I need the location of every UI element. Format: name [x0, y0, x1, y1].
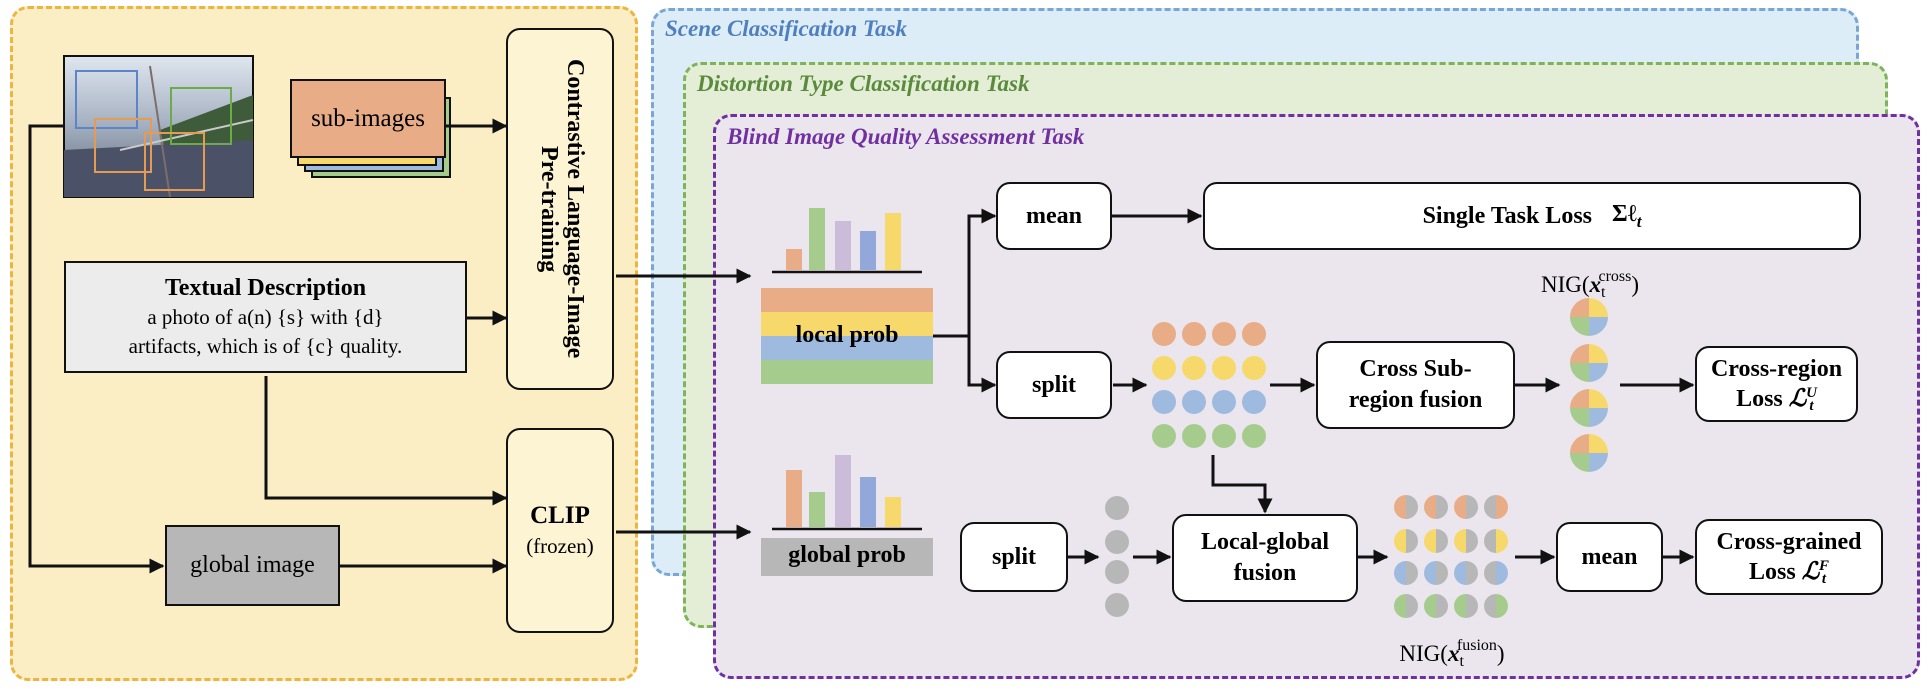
cross-grained-symbol: ℒ: [1801, 559, 1819, 585]
mean-top-label: mean: [1026, 202, 1082, 229]
clip-pretraining-label: Contrastive Language-Image Pre-training: [536, 59, 588, 359]
global-image-box: global image: [165, 525, 340, 606]
clip-frozen-box: CLIP (frozen): [506, 428, 614, 633]
cross-region-symbol: ℒ: [1788, 386, 1807, 412]
cross-region-sub: t: [1809, 398, 1814, 415]
local-prob-label: local prob: [795, 322, 899, 348]
single-task-loss-symbol: Σℓt: [1612, 201, 1641, 232]
sub-images-label: sub-images: [311, 104, 425, 132]
textual-description-line1: a photo of a(n) {s} with {d}: [147, 304, 384, 329]
distortion-task-label: Distortion Type Classification Task: [697, 71, 1030, 96]
split-global-box: split: [960, 522, 1068, 592]
cross-grained-sub: t: [1821, 571, 1827, 588]
local-bar-chart: [772, 208, 922, 274]
cross-fusion-line2: region fusion: [1348, 387, 1483, 413]
global-bar-chart: [772, 455, 922, 531]
mean-bottom-box: mean: [1556, 522, 1663, 592]
nig-fusion-label: NIG(xtfusion): [1399, 637, 1504, 670]
cross-subregion-fusion-box: Cross Sub- region fusion: [1316, 341, 1515, 429]
input-photo: [63, 55, 254, 198]
mean-top-box: mean: [996, 182, 1112, 250]
global-image-label: global image: [190, 552, 315, 578]
textual-description-box: Textual Description a photo of a(n) {s} …: [64, 261, 467, 373]
single-task-loss-label: Single Task Loss: [1422, 202, 1592, 229]
mean-bottom-label: mean: [1581, 543, 1638, 570]
fusion-nig-grid: [1394, 495, 1508, 618]
cross-grained-loss-word: Loss: [1749, 559, 1796, 585]
clip-label: CLIP: [530, 501, 590, 529]
local-global-line2: fusion: [1233, 560, 1297, 586]
single-task-loss-sigma: Σℓ: [1612, 200, 1637, 227]
split-local-box: split: [996, 351, 1112, 419]
split-local-label: split: [1031, 371, 1076, 398]
cross-region-loss-word: Loss: [1736, 386, 1783, 412]
split-global-label: split: [991, 543, 1036, 570]
textual-description-line2: artifacts, which is of {c} quality.: [128, 333, 403, 358]
nig-cross-label: NIG(xtcross): [1541, 268, 1639, 301]
global-prob-label: global prob: [788, 542, 906, 568]
local-prob-stripes: [761, 288, 933, 384]
clip-pretraining-box: Contrastive Language-Image Pre-training: [506, 28, 614, 390]
local-global-fusion-box: Local-global fusion: [1172, 514, 1358, 602]
cross-fusion-line1: Cross Sub-: [1359, 356, 1472, 382]
sub-images-box: sub-images: [290, 79, 446, 158]
cross-region-sup: U: [1806, 385, 1817, 402]
scene-task-label: Scene Classification Task: [665, 16, 907, 41]
cross-grained-sup: F: [1818, 558, 1829, 575]
local-dot-grid: [1152, 322, 1266, 448]
global-dot-column: [1105, 496, 1129, 617]
biqa-task-label: Blind Image Quality Assessment Task: [727, 124, 1085, 149]
clip-frozen-label: (frozen): [526, 533, 594, 558]
cross-grained-line1: Cross-grained: [1716, 529, 1862, 555]
cross-nig-circles: [1570, 298, 1608, 472]
global-prob-fill: [761, 538, 933, 576]
single-task-loss-box: Single Task Loss Σℓt: [1203, 182, 1861, 250]
single-task-loss-sub: t: [1636, 211, 1642, 231]
cross-region-line1: Cross-region: [1710, 356, 1843, 382]
local-global-line1: Local-global: [1200, 529, 1329, 555]
textual-description-title: Textual Description: [164, 274, 367, 301]
